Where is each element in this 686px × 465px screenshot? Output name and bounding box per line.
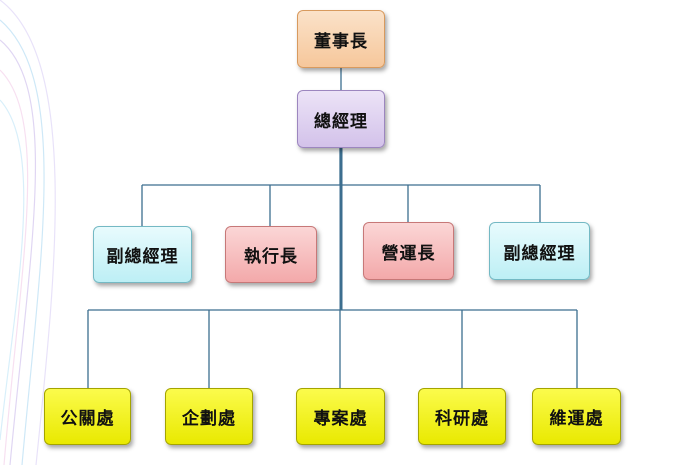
pr-dept-box: 公關處 bbox=[44, 388, 131, 445]
research-dept-box: 科研處 bbox=[418, 388, 506, 445]
chairman-label: 董事長 bbox=[314, 31, 368, 52]
project-dept-label: 專案處 bbox=[313, 409, 368, 429]
vice-general-manager-box-right: 副總經理 bbox=[489, 222, 590, 280]
planning-dept-label: 企劃處 bbox=[182, 409, 236, 429]
ceo-box: 執行長 bbox=[225, 226, 317, 283]
vice-general-manager-label: 副總經理 bbox=[106, 247, 179, 267]
ceo-label: 執行長 bbox=[244, 247, 298, 267]
operations-dept-label: 維運處 bbox=[549, 409, 604, 429]
general-manager-box: 總經理 bbox=[297, 90, 385, 148]
general-manager-label: 總經理 bbox=[314, 111, 368, 132]
vice-general-manager-label-right: 副總經理 bbox=[503, 243, 576, 264]
chairman-box: 董事長 bbox=[297, 10, 385, 68]
coo-label: 營運長 bbox=[381, 243, 436, 264]
project-dept-box: 專案處 bbox=[296, 388, 385, 445]
pr-dept-label: 公關處 bbox=[60, 409, 115, 429]
coo-box: 營運長 bbox=[363, 222, 454, 280]
planning-dept-box: 企劃處 bbox=[165, 388, 253, 445]
vice-general-manager-box-left: 副總經理 bbox=[93, 226, 192, 283]
operations-dept-box: 維運處 bbox=[532, 388, 621, 445]
research-dept-label: 科研處 bbox=[435, 409, 489, 429]
